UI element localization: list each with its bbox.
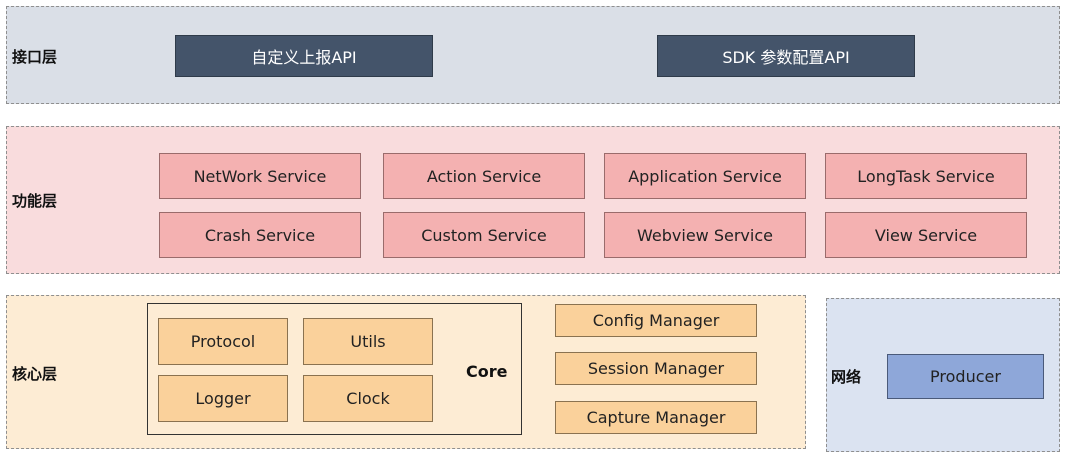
network-layer: 网络 Producer bbox=[826, 298, 1060, 452]
action-service-box: Action Service bbox=[383, 153, 585, 199]
clock-box: Clock bbox=[303, 375, 433, 422]
network-layer-label: 网络 bbox=[831, 368, 862, 386]
config-manager-box: Config Manager bbox=[555, 304, 757, 337]
session-manager-box: Session Manager bbox=[555, 352, 757, 385]
core-label: Core bbox=[466, 362, 508, 381]
custom-report-api-box: 自定义上报API bbox=[175, 35, 433, 77]
logger-box: Logger bbox=[158, 375, 288, 422]
interface-layer: 接口层 自定义上报API SDK 参数配置API bbox=[6, 6, 1060, 104]
custom-service-box: Custom Service bbox=[383, 212, 585, 258]
webview-service-box: Webview Service bbox=[604, 212, 806, 258]
application-service-box: Application Service bbox=[604, 153, 806, 199]
utils-box: Utils bbox=[303, 318, 433, 365]
function-layer-label: 功能层 bbox=[12, 192, 58, 210]
protocol-box: Protocol bbox=[158, 318, 288, 365]
crash-service-box: Crash Service bbox=[159, 212, 361, 258]
capture-manager-box: Capture Manager bbox=[555, 401, 757, 434]
interface-layer-label: 接口层 bbox=[12, 48, 58, 66]
core-frame: Protocol Utils Logger Clock Core bbox=[147, 303, 522, 435]
view-service-box: View Service bbox=[825, 212, 1027, 258]
core-layer: 核心层 Protocol Utils Logger Clock Core Con… bbox=[6, 295, 806, 449]
sdk-config-api-box: SDK 参数配置API bbox=[657, 35, 915, 77]
function-layer: 功能层 NetWork Service Action Service Appli… bbox=[6, 126, 1060, 274]
producer-box: Producer bbox=[887, 354, 1044, 399]
core-layer-label: 核心层 bbox=[12, 365, 58, 383]
longtask-service-box: LongTask Service bbox=[825, 153, 1027, 199]
network-service-box: NetWork Service bbox=[159, 153, 361, 199]
